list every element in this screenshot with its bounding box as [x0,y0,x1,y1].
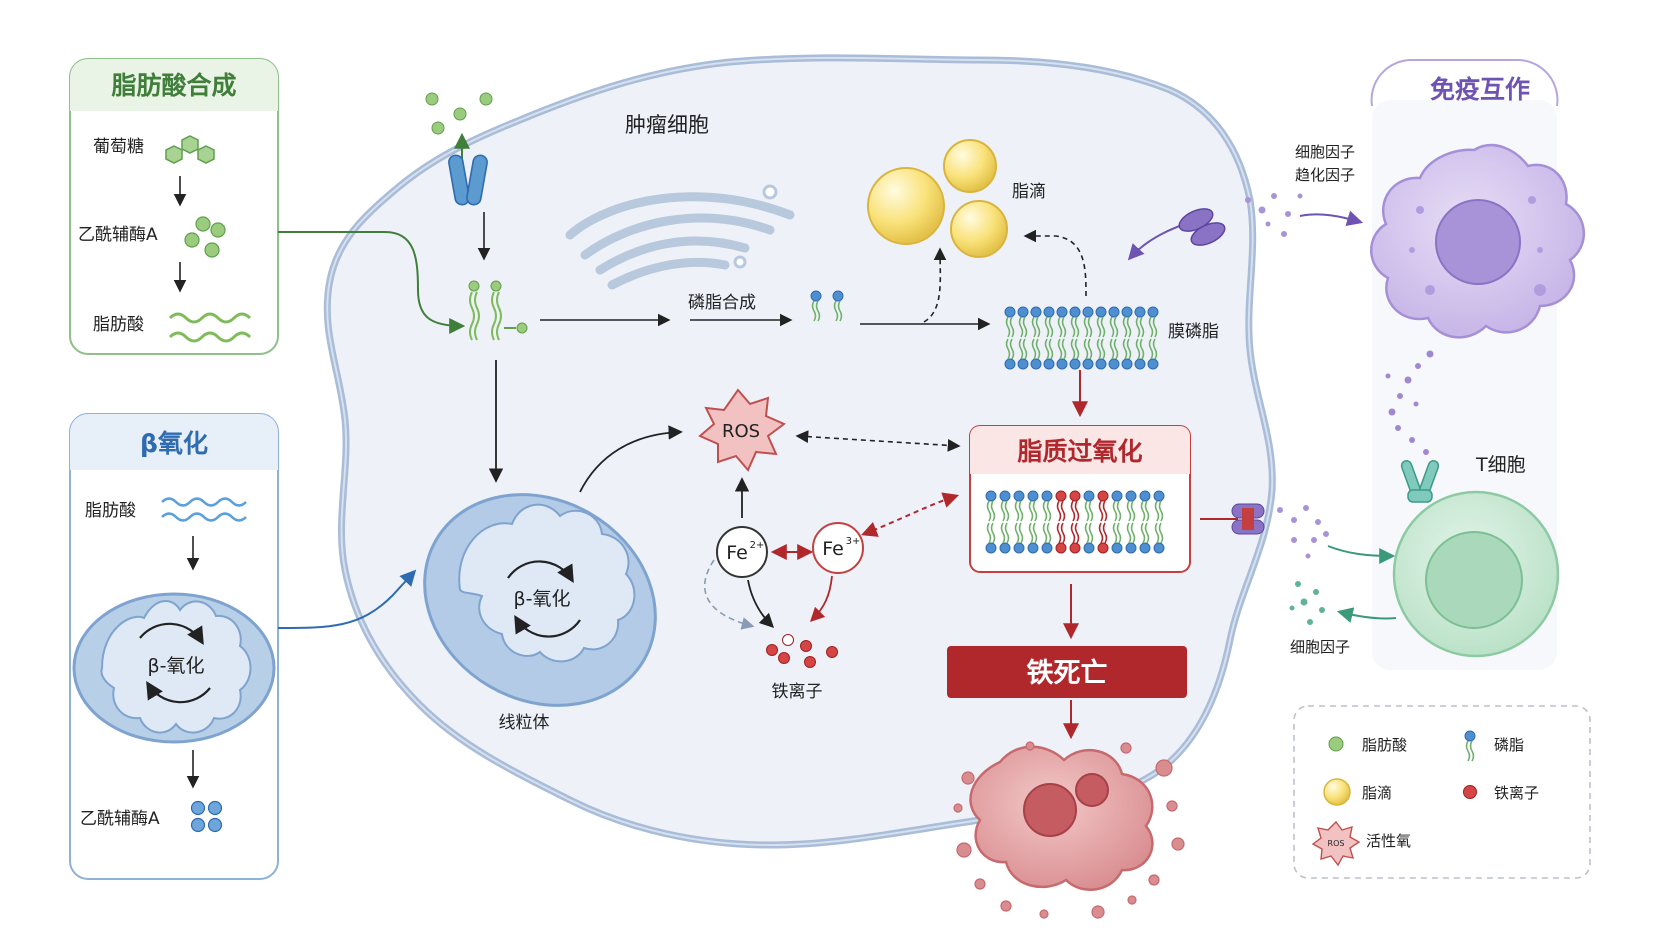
t-cell-icon [1392,460,1560,658]
membrane-receptor-bottom-icon [1200,503,1265,535]
acetyl-coa-blue-dots-icon [190,800,223,833]
cell-fatty-acid-icon [468,280,528,341]
lipid-droplet-group [867,139,1008,258]
t-cell-label: T细胞 [1475,454,1526,476]
legend-iron-dot-icon [1463,785,1477,799]
cytokine-label-bottom: 细胞因子 [1290,638,1350,656]
chemokine-label-top: 趋化因子 [1295,166,1355,184]
mitochondria-label: 线粒体 [499,713,550,733]
iron-ion-label: 铁离子 [772,682,823,702]
fatty-acid-chain-icon [168,312,252,343]
fatty-acid-synthesis-panel: 脂肪酸合成 葡萄糖 乙酰辅酶A 脂肪酸 [69,58,279,355]
ros-label: ROS [722,421,760,442]
mito-to-ros-arrow [579,425,683,493]
fe3-label: Fe [822,538,844,560]
ferroptosis-banner: 铁死亡 [947,646,1187,698]
fe3-superscript: 3+ [846,536,861,547]
cytokine-label-top: 细胞因子 [1295,143,1355,161]
membrane-phospholipid-label: 膜磷脂 [1168,322,1219,342]
fe2-ion-icon: Fe 2+ [716,526,768,578]
panel-mitochondrion-icon: β-氧化 [72,592,276,744]
fatty-acid-transporter-icon [425,92,493,261]
legend-label-iron-ion: 铁离子 [1494,784,1539,802]
macrophage-cell-icon [1370,144,1586,339]
synthesis-to-cell-arrow [278,231,466,334]
glucose-hexagon-icon [165,135,215,164]
legend-ros-icon-text: ROS [1328,839,1345,848]
tumor-cell-title: 肿瘤细胞 [625,113,709,137]
chemokine-dots-top-icon [1245,193,1303,237]
legend-lipid-droplet-icon [1323,778,1351,806]
legend-label-ros: 活性氧 [1366,832,1411,850]
acetyl-coa-label: 乙酰辅酶A [78,225,158,245]
panel-beta-cycle-label: β-氧化 [148,655,205,677]
fatty-acid-label: 脂肪酸 [93,315,144,335]
legend-ros-star-icon: ROS [1311,820,1361,867]
beta-panel-title: β氧化 [140,429,208,458]
dying-cell-icon [953,741,1185,919]
ferroptosis-label: 铁死亡 [1027,658,1108,689]
tcell-signal-dots [1277,505,1329,559]
synthesis-panel-title: 脂肪酸合成 [111,71,236,100]
beta-fatty-acid-label: 脂肪酸 [85,501,136,521]
macrophage-tcell-signal-dots [1385,350,1434,455]
fe3-peroxidation-arrow [861,492,960,537]
mitochondrion-icon: β-氧化 [423,493,657,707]
acetyl-coa-green-dots-icon [184,216,226,258]
legend-box: 脂肪酸 磷脂 脂滴 铁离子 ROS 活性氧 [1293,705,1591,879]
endoplasmic-reticulum-icon [565,184,795,290]
legend-green-dot-icon [1328,736,1344,752]
beta-fatty-acid-chain-icon [161,497,247,522]
mito-cycle-label: β-氧化 [514,588,571,610]
immune-panel-title: 免疫互作 [1430,75,1530,104]
beta-oxidation-panel: β氧化 脂肪酸 β-氧化 乙酰辅酶A [69,413,279,880]
cytokine-dots-bottom [1289,581,1325,625]
fe2-superscript: 2+ [750,540,765,551]
fe3-ion-icon: Fe 3+ [812,522,864,574]
lipid-peroxidation-box: 脂质过氧化 [969,425,1191,573]
beta-acetyl-coa-label: 乙酰辅酶A [80,809,160,829]
lipid-droplet-label: 脂滴 [1012,182,1046,202]
beta-to-mito-arrow [277,569,417,629]
iron-ion-dots-icon [766,634,838,668]
lipid-peroxidation-title: 脂质过氧化 [1017,437,1142,466]
fe2-label: Fe [726,542,748,564]
legend-label-fatty-acid: 脂肪酸 [1362,736,1407,754]
membrane-receptor-top-icon [1127,208,1226,261]
ros-star-icon: ROS [698,388,786,472]
glucose-label: 葡萄糖 [93,137,144,157]
legend-label-lipid-droplet: 脂滴 [1362,784,1392,802]
membrane-to-droplet-arrow [1023,229,1087,297]
legend-label-phospholipid: 磷脂 [1494,736,1524,754]
phospholipid-synthesis-label: 磷脂合成 [688,293,756,313]
